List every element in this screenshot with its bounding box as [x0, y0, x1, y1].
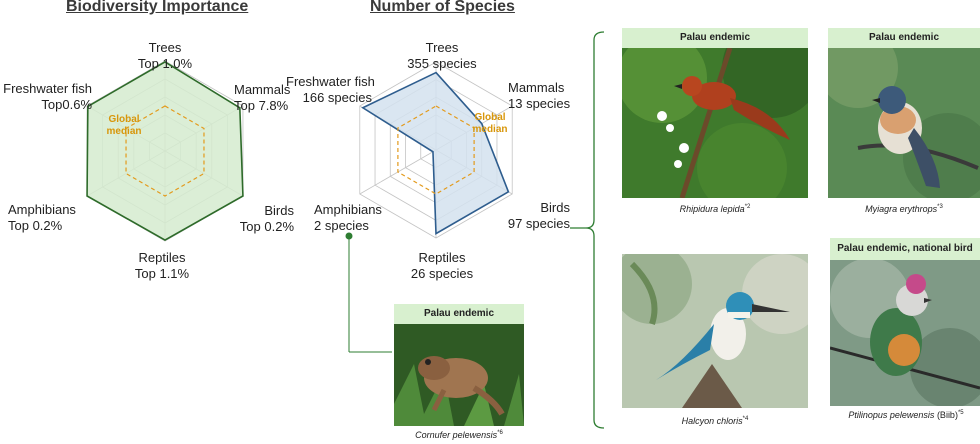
- connectors: [345, 31, 605, 429]
- rhipidura-image: [622, 28, 808, 198]
- myiagra-banner: Palau endemic: [828, 28, 980, 48]
- species-bracket: [570, 31, 605, 429]
- species-series-area: [361, 71, 510, 235]
- species-global-median-ring: [397, 105, 475, 195]
- species-radar: [359, 61, 513, 239]
- importance-title: Biodiversity Importance: [66, 0, 249, 15]
- amphibian-connector-dot: [345, 232, 353, 240]
- cornufer-banner: Palau endemic: [394, 304, 524, 324]
- myiagra-image: [828, 28, 980, 198]
- ptilinopus-image: [830, 238, 980, 406]
- myiagra-photo: Palau endemic: [828, 28, 980, 198]
- halcyon-image: [622, 254, 808, 408]
- cornufer-image: [394, 304, 524, 426]
- halcyon-photo: [622, 254, 808, 408]
- rhipidura-caption: Rhipidura lepida*2: [679, 204, 751, 214]
- cornufer-photo: Palau endemic: [394, 304, 524, 426]
- rhipidura-photo: Palau endemic: [622, 28, 808, 198]
- species-global-median-label: Global median: [472, 112, 508, 135]
- importance-radar: [86, 60, 244, 242]
- myiagra-caption: Myiagra erythrops*3: [865, 204, 943, 214]
- ptilinopus-banner: Palau endemic, national bird: [830, 238, 980, 260]
- rhipidura-banner: Palau endemic: [622, 28, 808, 48]
- importance-global-median-label: Global median: [106, 114, 142, 137]
- ptilinopus-caption: Ptilinopus pelewensis (Biib)*5: [848, 410, 964, 420]
- ptilinopus-photo: Palau endemic, national bird: [830, 238, 980, 406]
- species-title: Number of Species: [370, 0, 515, 15]
- cornufer-caption: Cornufer pelewensis*6: [415, 430, 503, 440]
- halcyon-caption: Halcyon chloris*4: [681, 416, 749, 426]
- importance-series-area: [86, 60, 244, 242]
- importance-global-median-ring: [125, 105, 205, 197]
